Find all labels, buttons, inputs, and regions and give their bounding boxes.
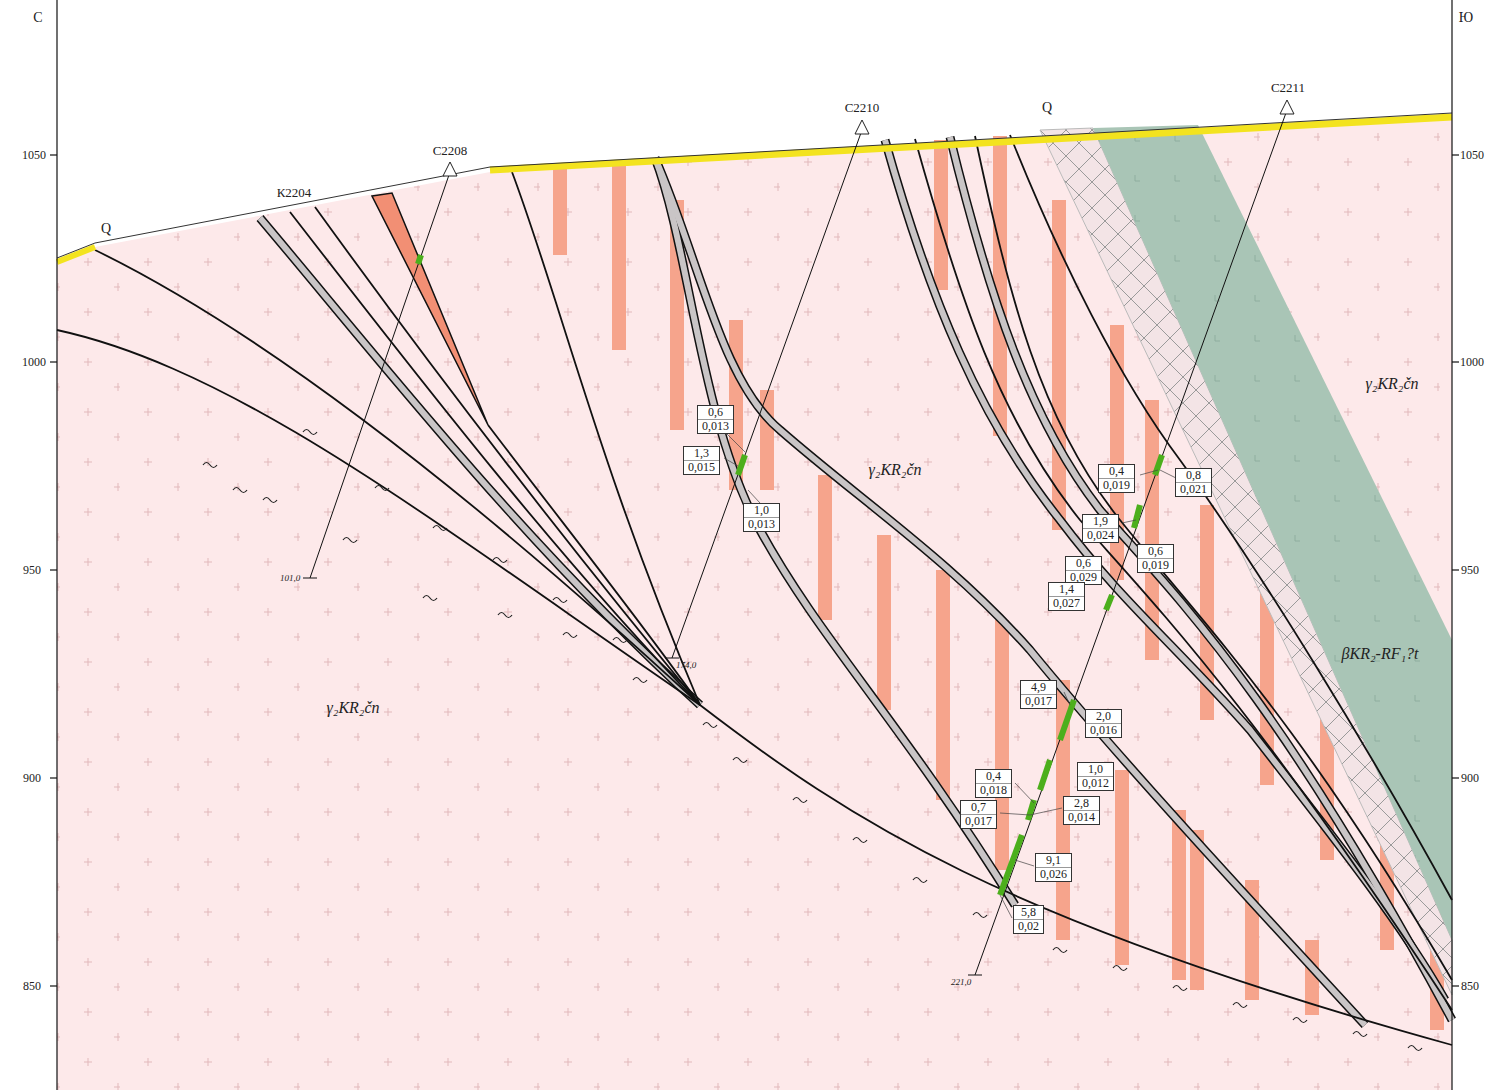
interval-length: 1,0 <box>1078 763 1113 777</box>
assay-box: 4,90,017 <box>1020 680 1057 709</box>
grade-value: 0,02 <box>1014 920 1043 933</box>
grade-value: 0,017 <box>1021 695 1056 708</box>
section-label: γ₂KR₂čn <box>869 461 922 479</box>
grade-value: 0,014 <box>1064 811 1099 824</box>
interval-length: 1,3 <box>684 447 719 461</box>
grade-value: 0,026 <box>1036 868 1071 881</box>
interval-length: 9,1 <box>1036 854 1071 868</box>
assay-box: 0,80,021 <box>1175 468 1212 497</box>
grade-value: 0,017 <box>961 815 996 828</box>
grade-value: 0,013 <box>744 518 779 531</box>
assay-box: 1,00,012 <box>1077 762 1114 791</box>
assay-box: 2,80,014 <box>1063 796 1100 825</box>
grade-value: 0,021 <box>1176 483 1211 496</box>
section-label: γ₂KR₂čn <box>327 699 380 717</box>
section-label: С2208 <box>433 143 468 159</box>
assay-box: 0,60,013 <box>697 405 734 434</box>
assay-box: 0,40,018 <box>975 769 1012 798</box>
section-label: 950 <box>23 563 41 578</box>
grade-value: 0,019 <box>1138 559 1173 572</box>
interval-length: 0,4 <box>1099 465 1134 479</box>
grade-value: 0,015 <box>684 461 719 474</box>
assay-box: 2,00,016 <box>1085 709 1122 738</box>
grade-value: 0,013 <box>698 420 733 433</box>
section-label: Ю <box>1459 10 1473 26</box>
section-label: 174,0 <box>676 660 696 670</box>
interval-length: 2,8 <box>1064 797 1099 811</box>
assay-box: 5,80,02 <box>1013 905 1044 934</box>
interval-length: 0,6 <box>1066 557 1101 571</box>
section-label: 950 <box>1461 563 1479 578</box>
grade-value: 0,024 <box>1083 529 1118 542</box>
section-label: 1050 <box>22 148 46 163</box>
assay-box: 0,40,019 <box>1098 464 1135 493</box>
section-label: 221,0 <box>951 977 971 987</box>
section-label: С <box>33 10 42 26</box>
section-label: 1000 <box>1460 355 1484 370</box>
interval-length: 0,4 <box>976 770 1011 784</box>
assay-box: 1,40,027 <box>1048 582 1085 611</box>
assay-box: 0,70,017 <box>960 800 997 829</box>
section-label: γ₂KR₂čn <box>1366 375 1419 393</box>
section-label: С2211 <box>1271 80 1305 96</box>
assay-box: 0,60,019 <box>1137 544 1174 573</box>
assay-box: 1,30,015 <box>683 446 720 475</box>
section-label: Q <box>101 221 111 237</box>
section-label: βKR₂-RF₁?t <box>1342 645 1419 663</box>
section-label: 850 <box>1461 979 1479 994</box>
interval-length: 1,0 <box>744 504 779 518</box>
interval-length: 5,8 <box>1014 906 1043 920</box>
grade-value: 0,012 <box>1078 777 1113 790</box>
section-label: 850 <box>23 979 41 994</box>
grade-value: 0,027 <box>1049 597 1084 610</box>
section-label: К2204 <box>277 185 312 201</box>
assay-box: 1,00,013 <box>743 503 780 532</box>
grade-value: 0,016 <box>1086 724 1121 737</box>
interval-length: 0,8 <box>1176 469 1211 483</box>
interval-length: 1,4 <box>1049 583 1084 597</box>
interval-length: 0,7 <box>961 801 996 815</box>
section-label: 1000 <box>22 355 46 370</box>
assay-box: 0,60,029 <box>1065 556 1102 585</box>
section-label: 1050 <box>1460 148 1484 163</box>
section-label: 900 <box>23 771 41 786</box>
grade-value: 0,018 <box>976 784 1011 797</box>
interval-length: 4,9 <box>1021 681 1056 695</box>
assay-box: 9,10,026 <box>1035 853 1072 882</box>
interval-length: 0,6 <box>698 406 733 420</box>
section-label: 900 <box>1461 771 1479 786</box>
section-label: С2210 <box>845 100 880 116</box>
interval-length: 0,6 <box>1138 545 1173 559</box>
interval-length: 2,0 <box>1086 710 1121 724</box>
grade-value: 0,019 <box>1099 479 1134 492</box>
assay-box: 1,90,024 <box>1082 514 1119 543</box>
interval-length: 1,9 <box>1083 515 1118 529</box>
section-label: 101,0 <box>280 573 300 583</box>
section-label: Q <box>1042 100 1052 116</box>
